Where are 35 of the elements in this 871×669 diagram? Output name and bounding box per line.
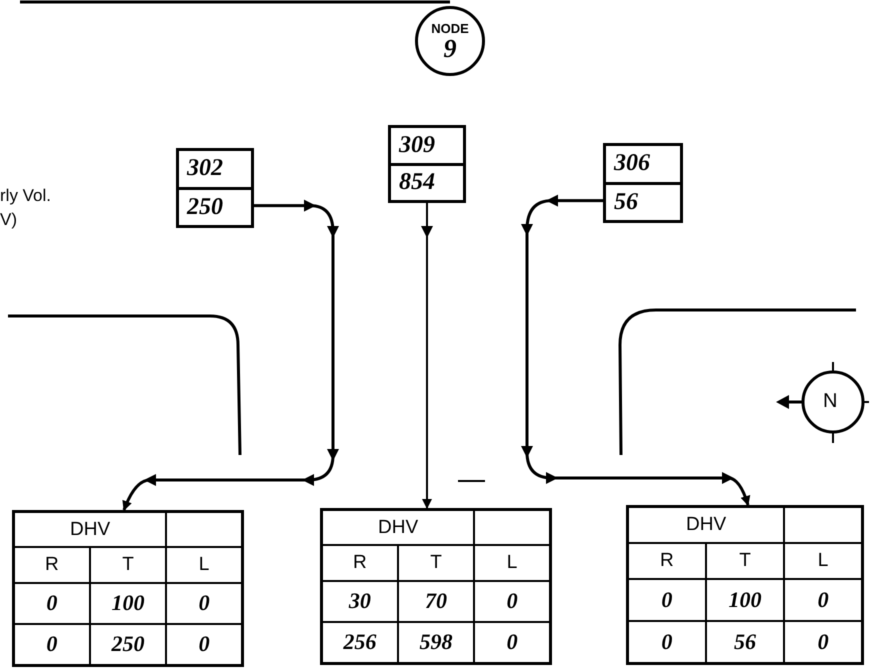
column-header: R bbox=[322, 545, 398, 581]
legend-note: rly Vol. bbox=[0, 186, 52, 206]
table-header: DHV bbox=[628, 506, 784, 544]
legend-note: V) bbox=[0, 210, 17, 230]
volume-value: 56 bbox=[614, 188, 638, 216]
node-number: 9 bbox=[444, 36, 456, 62]
dhv-table bbox=[12, 510, 244, 667]
value-cell: 0 bbox=[14, 582, 90, 624]
value-cell: 30 bbox=[322, 580, 398, 622]
column-header: T bbox=[706, 543, 784, 579]
column-header: T bbox=[90, 547, 166, 583]
volume-value: 854 bbox=[399, 169, 435, 196]
flow-arrow bbox=[122, 200, 339, 511]
flow-arrow bbox=[521, 194, 750, 506]
dhv-table bbox=[626, 505, 864, 665]
value-cell: 100 bbox=[706, 579, 784, 621]
column-header: T bbox=[398, 545, 474, 581]
table-header: DHV bbox=[322, 510, 474, 546]
volume-box bbox=[388, 125, 466, 203]
compass-letter: N bbox=[823, 390, 838, 413]
volume-box bbox=[603, 143, 683, 223]
value-cell: 0 bbox=[628, 579, 706, 621]
volume-box bbox=[176, 148, 254, 228]
dhv-table bbox=[320, 508, 552, 665]
value-cell: 70 bbox=[398, 580, 474, 622]
node-heading: NODE bbox=[431, 20, 469, 36]
value-cell: 100 bbox=[90, 582, 166, 624]
table-header: DHV bbox=[14, 512, 166, 548]
route-number: 302 bbox=[187, 155, 223, 182]
route-number: 309 bbox=[399, 132, 435, 159]
volume-value: 250 bbox=[187, 194, 223, 221]
flow-arrow bbox=[421, 203, 433, 508]
column-header: R bbox=[628, 543, 706, 579]
route-number: 306 bbox=[614, 150, 650, 178]
column-header: R bbox=[14, 547, 90, 583]
